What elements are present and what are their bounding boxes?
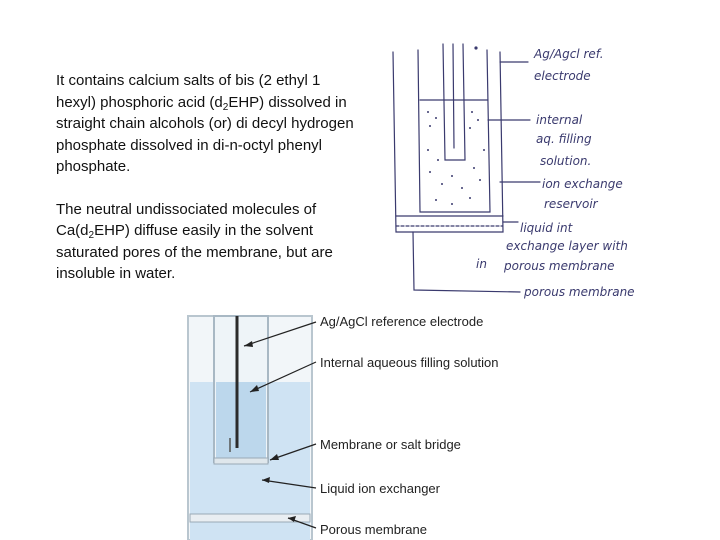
sketch-label-aq-filling: aq. filling (536, 132, 592, 146)
sketch-outer-tube (392, 51, 504, 233)
paragraph-1-part-2: EHP) dissolved in straight chain alcohol… (56, 93, 354, 176)
slide-text: It contains calcium salts of bis (2 ethy… (56, 70, 356, 306)
sketch-label-porous-b: porous membrane (523, 285, 635, 299)
sketch-labels: Ag/Agcl ref. electrode internal aq. fill… (476, 47, 635, 299)
sketch-label-solution: solution. (540, 154, 591, 168)
paragraph-2-subscript: 2 (88, 230, 95, 241)
label-reference-electrode: Ag/AgCl reference electrode (320, 314, 483, 329)
sketch-inner-tube (417, 49, 491, 213)
membrane-salt-bridge (213, 457, 269, 465)
sketch-label-reservoir: reservoir (544, 197, 599, 211)
hand-sketch (392, 43, 541, 293)
label-porous-membrane: Porous membrane (320, 522, 427, 537)
paragraph-1-subscript: 2 (222, 101, 229, 113)
paragraph-2-part-1: The neutral undissociated molecules of C… (56, 200, 317, 240)
label-liquid-ion-exchanger: Liquid ion exchanger (320, 481, 441, 496)
sketch-label-in: in (476, 257, 487, 271)
paragraph-diffusion: The neutral undissociated molecules of C… (56, 199, 356, 285)
sketch-label-liquid-int: liquid int (520, 221, 574, 235)
paragraph-2-part-2: EHP) diffuse easily in the solvent satur… (56, 222, 333, 282)
sketch-label-internal: internal (536, 113, 583, 127)
label-membrane-bridge: Membrane or salt bridge (320, 437, 461, 452)
electrode-diagram: Ag/AgCl reference electrode Internal aqu… (187, 314, 499, 540)
paragraph-composition: It contains calcium salts of bis (2 ethy… (56, 70, 356, 178)
sketch-label-porous-a: porous membrane (503, 259, 615, 273)
sketch-electrode (442, 43, 466, 161)
sketch-label-ion-exchange: ion exchange (542, 177, 623, 191)
sketch-dots (427, 46, 485, 205)
paragraph-1-part-1: It contains calcium salts of bis (2 ethy… (56, 72, 321, 111)
label-filling-solution: Internal aqueous filling solution (320, 355, 499, 370)
sketch-label-ref-1: Ag/Agcl ref. (533, 47, 604, 61)
porous-membrane (189, 513, 311, 523)
sketch-label-exchange-layer: exchange layer with (506, 239, 628, 253)
internal-solution (216, 382, 266, 460)
sketch-label-ref-2: electrode (534, 69, 591, 83)
